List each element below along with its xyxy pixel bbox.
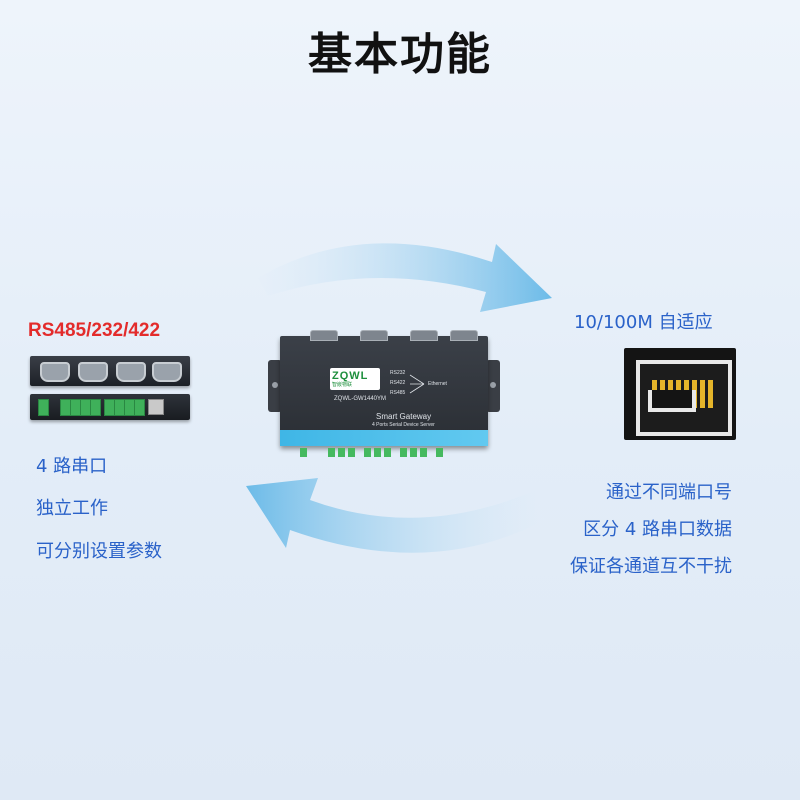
page-title: 基本功能 bbox=[308, 29, 492, 80]
right-feature-3: 保证各通道互不干扰 bbox=[570, 556, 732, 577]
db9-port-icon bbox=[152, 362, 182, 382]
device-body: ZQWL 智嵌物联 RS232 RS422 RS485 Ethernet ZQW… bbox=[280, 330, 488, 446]
terminal-block-icon bbox=[420, 448, 427, 457]
db9-port-icon bbox=[310, 330, 338, 341]
device-name: Smart Gateway bbox=[376, 412, 432, 421]
rj45-port-icon bbox=[624, 348, 736, 440]
device-logo-sub: 智嵌物联 bbox=[332, 382, 353, 388]
terminal-block-icon bbox=[134, 399, 145, 416]
terminal-block-icon bbox=[364, 448, 371, 457]
rj45-port-icon bbox=[148, 399, 164, 415]
terminal-block-icon bbox=[90, 399, 101, 416]
mount-ear bbox=[268, 360, 282, 412]
device-description: 4 Ports Serial Device Server bbox=[372, 422, 435, 428]
db9-port-icon bbox=[410, 330, 438, 341]
device-label-rs422: RS422 bbox=[390, 380, 406, 386]
db9-panel-image bbox=[30, 356, 190, 386]
merge-arrows-icon bbox=[409, 374, 425, 394]
db9-port-icon bbox=[360, 330, 388, 341]
terminal-block-icon bbox=[436, 448, 443, 457]
rj45-pin bbox=[700, 380, 705, 408]
terminal-block-icon bbox=[374, 448, 381, 457]
device-label-rs232: RS232 bbox=[390, 370, 406, 376]
ethernet-rate-label: 10/100M 自适应 bbox=[574, 312, 713, 333]
db9-port-icon bbox=[450, 330, 478, 341]
serial-type-label: RS485/232/422 bbox=[28, 320, 161, 341]
device-status-bar bbox=[280, 430, 488, 446]
device-label-ethernet: Ethernet bbox=[428, 381, 447, 387]
rj45-pin bbox=[708, 380, 713, 408]
terminal-block-icon bbox=[410, 448, 417, 457]
db9-port-icon bbox=[116, 362, 146, 382]
device-label-rs485: RS485 bbox=[390, 390, 406, 396]
rj45-notch bbox=[648, 390, 696, 412]
terminal-block-icon bbox=[338, 448, 345, 457]
terminal-panel-image bbox=[30, 394, 190, 420]
terminal-block-icon bbox=[400, 448, 407, 457]
gateway-device-image: ZQWL 智嵌物联 RS232 RS422 RS485 Ethernet ZQW… bbox=[268, 330, 500, 457]
db9-port-icon bbox=[78, 362, 108, 382]
left-feature-3: 可分别设置参数 bbox=[36, 541, 162, 562]
device-logo-text: ZQWL bbox=[332, 370, 369, 382]
db9-port-icon bbox=[40, 362, 70, 382]
right-feature-1: 通过不同端口号 bbox=[606, 482, 732, 503]
bottom-arrow-icon bbox=[246, 478, 545, 553]
terminal-block-icon bbox=[328, 448, 335, 457]
top-arrow-icon bbox=[258, 243, 552, 312]
device-model: ZQWL-GW1440YM bbox=[334, 396, 387, 402]
terminal-block-icon bbox=[384, 448, 391, 457]
terminal-block-icon bbox=[348, 448, 355, 457]
terminal-block-icon bbox=[38, 399, 49, 416]
left-feature-2: 独立工作 bbox=[36, 498, 108, 519]
device-logo: ZQWL 智嵌物联 bbox=[330, 368, 380, 390]
right-feature-2: 区分 4 路串口数据 bbox=[583, 519, 732, 540]
mount-ear bbox=[486, 360, 500, 412]
terminal-block-icon bbox=[300, 448, 307, 457]
left-feature-1: 4 路串口 bbox=[36, 456, 108, 477]
